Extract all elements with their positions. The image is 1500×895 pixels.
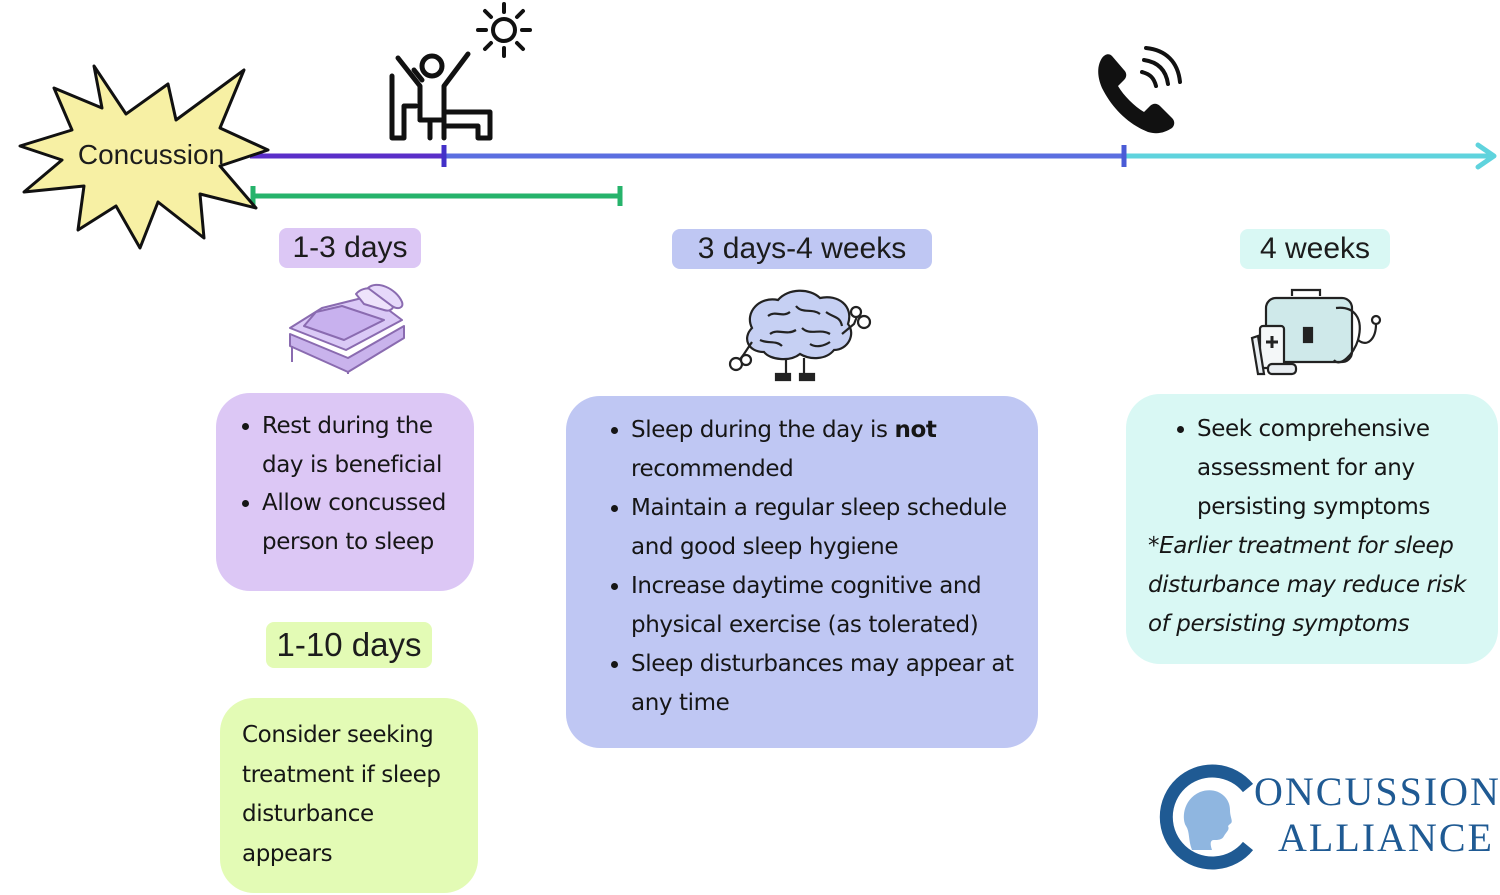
middle-item-day-sleep-emphasis: not	[894, 417, 937, 443]
treatment-window-text: Consider seeking treatment if sleep dist…	[242, 722, 441, 867]
early-item-sleep: Allow concussed person to sleep	[262, 484, 462, 561]
waking-person-icon	[389, 51, 493, 141]
medical-kit-icon	[1250, 288, 1382, 376]
timeline	[250, 142, 1497, 206]
middle-item-schedule: Maintain a regular sleep schedule and go…	[631, 489, 1018, 567]
middle-item-exercise: Increase daytime cognitive and physical …	[631, 567, 1018, 645]
middle-item-day-sleep-suffix: recommended	[631, 456, 794, 482]
concussion-alliance-logo-icon	[1159, 764, 1254, 870]
late-phase-list: Seek comprehensive assessment for any pe…	[1148, 410, 1478, 527]
concussion-burst-icon	[18, 64, 270, 250]
logo-text-line-1: ONCUSSION	[1254, 769, 1500, 814]
phase-label-1-10-days: 1-10 days	[266, 622, 432, 668]
middle-item-disturbances: Sleep disturbances may appear at any tim…	[631, 645, 1018, 723]
card-middle-phase: Sleep during the day is not recommended M…	[566, 396, 1038, 748]
middle-item-day-sleep-prefix: Sleep during the day is	[631, 417, 895, 443]
brain-exercise-icon	[728, 289, 872, 382]
late-item-assessment: Seek comprehensive assessment for any pe…	[1197, 410, 1478, 527]
card-late-phase: Seek comprehensive assessment for any pe…	[1126, 394, 1498, 664]
sun-icon	[476, 2, 532, 58]
early-phase-list: Rest during the day is beneficial Allow …	[218, 407, 462, 561]
early-item-rest: Rest during the day is beneficial	[262, 407, 462, 484]
late-phase-note: *Earlier treatment for sleep disturbance…	[1148, 533, 1467, 637]
concussion-label: Concussion	[77, 139, 225, 170]
phase-label-4-weeks: 4 weeks	[1240, 229, 1390, 269]
card-early-phase: Rest during the day is beneficial Allow …	[216, 393, 474, 591]
phone-call-icon	[1098, 46, 1182, 134]
middle-item-day-sleep: Sleep during the day is not recommended	[631, 411, 1018, 489]
logo-text-line-2: ALLIANCE	[1278, 815, 1494, 860]
card-treatment-window: Consider seeking treatment if sleep dist…	[220, 698, 478, 893]
phase-label-3-days-4-weeks: 3 days-4 weeks	[672, 229, 932, 269]
phase-label-1-3-days: 1-3 days	[279, 228, 421, 268]
middle-phase-list: Sleep during the day is not recommended M…	[587, 411, 1018, 723]
timeline-arrowhead	[1475, 142, 1497, 170]
bed-icon	[289, 283, 405, 374]
